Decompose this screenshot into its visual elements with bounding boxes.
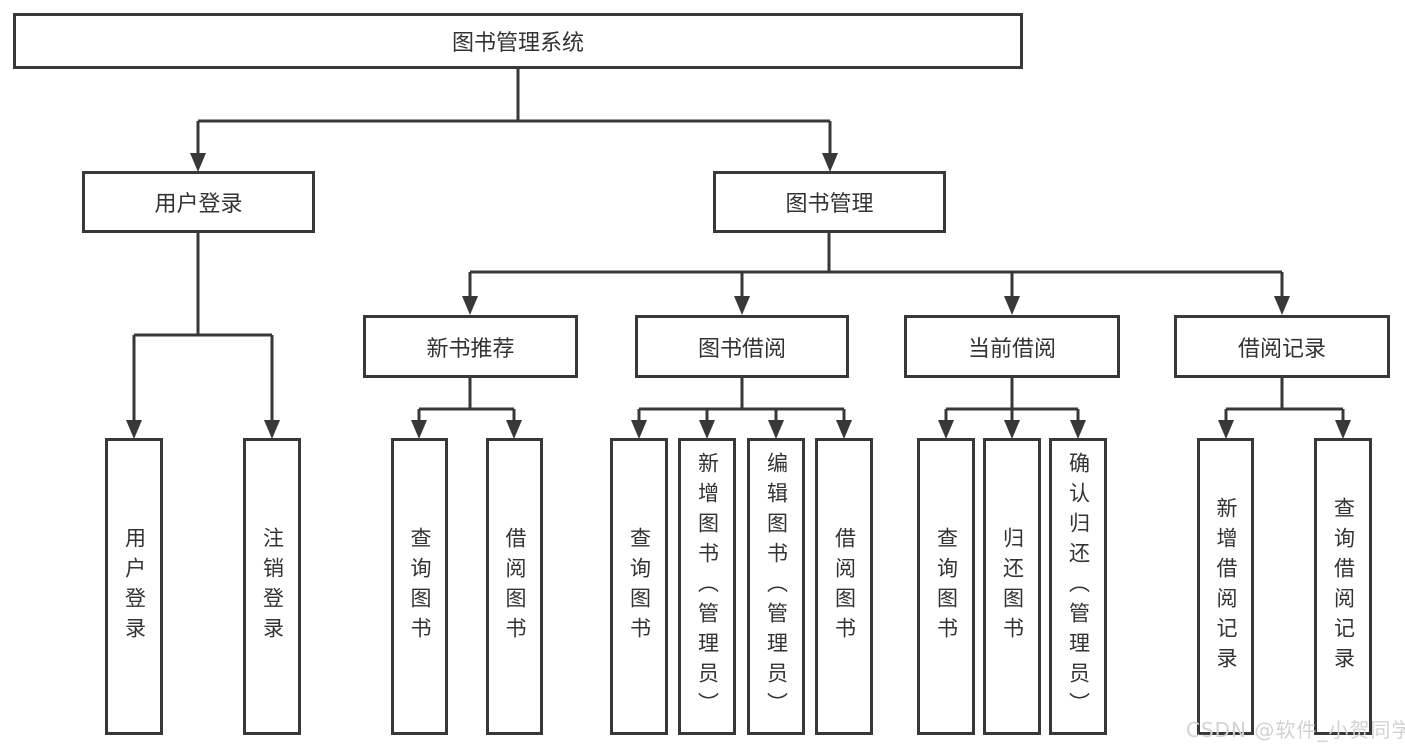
arrowhead-icon <box>126 420 280 439</box>
node-book-management: 图书管理 <box>713 171 946 233</box>
node-new-book-recommend-label: 新书推荐 <box>426 336 515 362</box>
arrowhead-icon <box>631 420 852 439</box>
node-book-borrow: 图书借阅 <box>635 315 849 378</box>
leaf-query-borrow-record-label: 查询借阅记录 <box>1331 496 1356 677</box>
arrowhead-icon <box>1218 420 1351 439</box>
node-book-management-label: 图书管理 <box>785 192 874 217</box>
node-root-label: 图书管理系统 <box>451 31 584 56</box>
leaf-query-books-current-label: 查询图书 <box>934 526 959 647</box>
leaf-query-books-borrow: 查询图书 <box>610 438 668 735</box>
connector-borrow-records-branch <box>1224 378 1345 421</box>
leaf-return-book: 归还图书 <box>983 438 1041 735</box>
leaf-query-books-recommend: 查询图书 <box>391 438 448 735</box>
connector-user-login-branch <box>132 233 274 421</box>
leaf-query-books-borrow-label: 查询图书 <box>627 526 652 647</box>
leaf-confirm-return-admin: 确认归还（管理员） <box>1049 438 1107 735</box>
node-current-borrow-label: 当前借阅 <box>967 336 1056 362</box>
csdn-watermark: CSDN @软件_小贺同学 <box>1186 718 1405 742</box>
connector-book-management-branch <box>468 233 1284 297</box>
arrowhead-icon <box>411 420 522 439</box>
node-root: 图书管理系统 <box>13 13 1023 69</box>
node-user-login: 用户登录 <box>82 171 315 233</box>
leaf-query-borrow-record: 查询借阅记录 <box>1314 438 1372 735</box>
node-user-login-label: 用户登录 <box>154 192 243 217</box>
leaf-borrow-books-recommend-label: 借阅图书 <box>503 526 527 647</box>
leaf-user-login: 用户登录 <box>105 438 163 735</box>
arrowhead-icon <box>462 296 1290 315</box>
node-new-book-recommend: 新书推荐 <box>363 315 578 378</box>
leaf-borrow-books-2-label: 借阅图书 <box>832 526 857 647</box>
connector-book-borrow-branch <box>637 378 846 421</box>
leaf-query-books-recommend-label: 查询图书 <box>408 526 432 647</box>
leaf-add-book-admin: 新增图书（管理员） <box>678 438 736 735</box>
leaf-add-book-admin-label: 新增图书（管理员） <box>695 451 720 722</box>
leaf-edit-book-admin-label: 编辑图书（管理员） <box>764 451 789 722</box>
leaf-query-books-current: 查询图书 <box>917 438 975 735</box>
arrowhead-icon <box>938 420 1086 439</box>
leaf-user-login-label: 用户登录 <box>122 526 147 647</box>
leaf-add-borrow-record: 新增借阅记录 <box>1197 438 1254 735</box>
leaf-logout-label: 注销登录 <box>260 526 285 647</box>
leaf-return-book-label: 归还图书 <box>1000 526 1025 647</box>
connector-current-borrow-branch <box>944 378 1080 421</box>
leaf-borrow-books-recommend: 借阅图书 <box>486 438 543 735</box>
leaf-edit-book-admin: 编辑图书（管理员） <box>747 438 805 735</box>
node-borrow-records: 借阅记录 <box>1174 315 1390 378</box>
connector-root-to-level2 <box>196 69 832 154</box>
node-current-borrow: 当前借阅 <box>904 315 1120 378</box>
leaf-logout: 注销登录 <box>243 438 301 735</box>
leaf-add-borrow-record-label: 新增借阅记录 <box>1214 496 1238 677</box>
connector-new-book-branch <box>417 378 516 421</box>
node-borrow-records-label: 借阅记录 <box>1237 336 1326 362</box>
arrowhead-icon <box>190 153 838 172</box>
leaf-borrow-books-2: 借阅图书 <box>815 438 873 735</box>
leaf-confirm-return-admin-label: 确认归还（管理员） <box>1066 451 1091 722</box>
node-book-borrow-label: 图书借阅 <box>697 336 786 362</box>
